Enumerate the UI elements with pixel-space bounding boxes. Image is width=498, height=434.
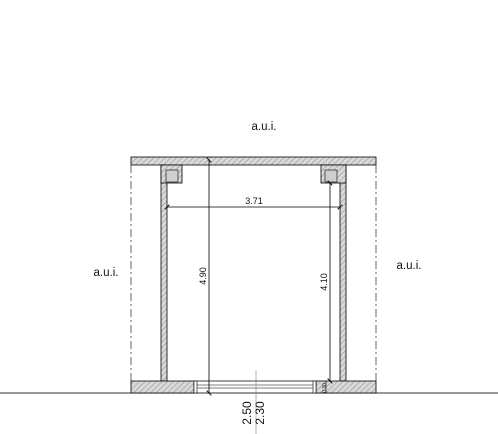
- dim-small-base: 0.30: [322, 383, 328, 393]
- dim-bottom-lower: 2.30: [253, 401, 267, 425]
- opening-jamb-left: [193, 380, 198, 394]
- label-top: a.u.i.: [252, 121, 277, 133]
- label-left: a.u.i.: [94, 267, 119, 279]
- bottom-wall-left: [130, 380, 195, 394]
- right-pillar-core: [324, 169, 338, 183]
- dim-inner-height: 4.10: [319, 273, 329, 291]
- dim-bottom-upper: 2.50: [240, 401, 254, 425]
- left-pillar-core: [165, 169, 179, 183]
- top-wall: [130, 156, 377, 166]
- left-wall: [160, 164, 168, 382]
- dim-total-height: 4.90: [198, 267, 208, 285]
- label-right: a.u.i.: [397, 260, 422, 272]
- dim-inner-width: 3.71: [245, 196, 263, 206]
- opening-jamb-right: [312, 380, 317, 394]
- right-wall: [339, 164, 347, 382]
